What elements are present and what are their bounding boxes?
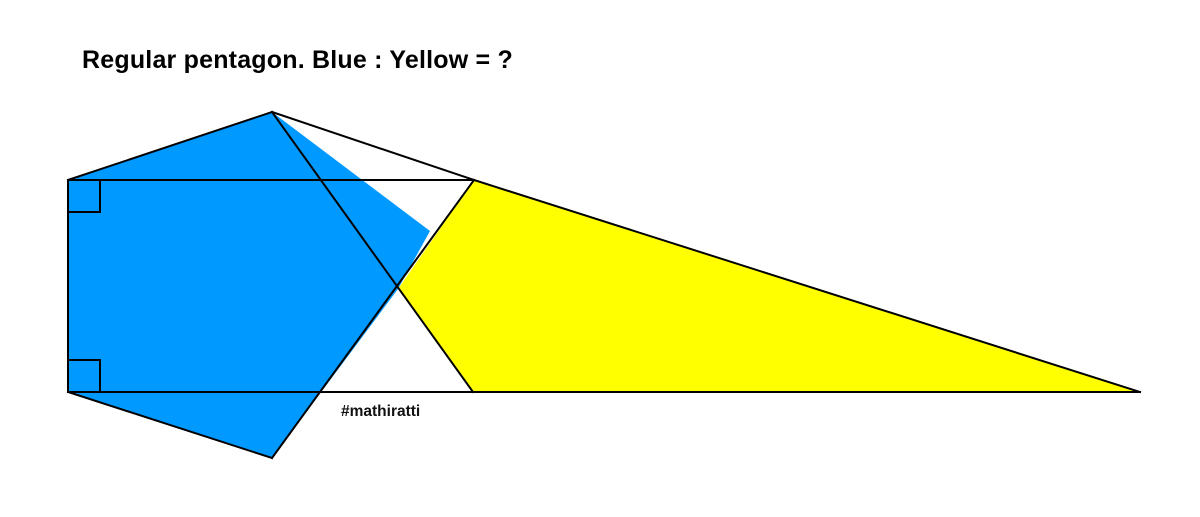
page-title: Regular pentagon. Blue : Yellow = ?: [82, 46, 513, 74]
pentagon-upper-left-edge-line: [66, 110, 274, 182]
pentagon-lower-left-edge-line: [66, 390, 274, 460]
pentagon-lower-right-edge-line: [270, 178, 476, 460]
blue-pentagon-shape: [68, 112, 430, 458]
yellow-hypotenuse-line: [472, 178, 1142, 394]
right-angle-marker-bottom-left: [68, 359, 101, 392]
right-angle-marker-top-left: [68, 180, 101, 213]
watermark-label: #mathiratti: [341, 403, 421, 420]
yellow-triangle-shape: [398, 180, 1140, 392]
pentagon-upper-right-edge-line: [270, 110, 476, 182]
cevian-top-to-base-line: [270, 110, 475, 394]
